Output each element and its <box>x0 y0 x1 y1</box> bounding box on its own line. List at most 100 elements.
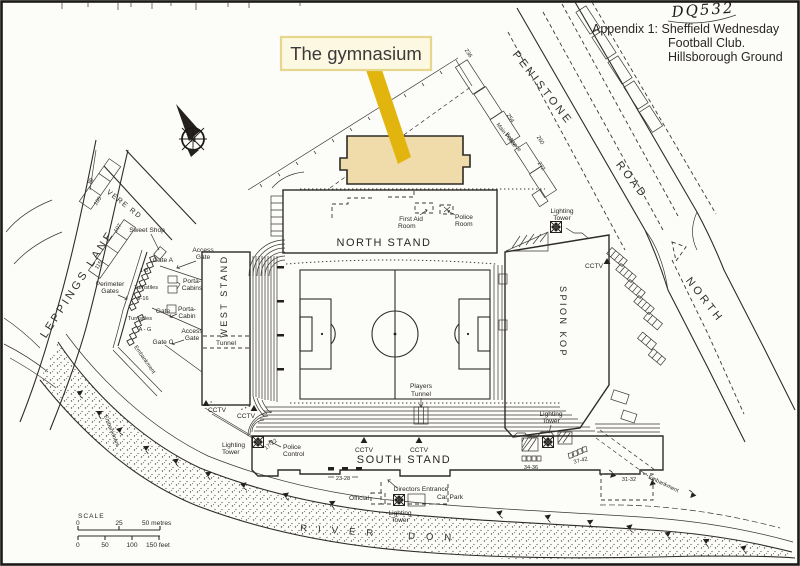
house-272: 272 <box>536 161 546 172</box>
directors-entrance-label: Directors Entrance <box>394 486 449 493</box>
scale-f50: 50 <box>101 542 109 549</box>
scan-registration-marks <box>61 2 301 10</box>
cctv-label-kop: CCTV <box>585 263 604 270</box>
police-room-label-l2: Room <box>455 221 473 228</box>
scale-m0: 0 <box>76 520 80 527</box>
scale-title: SCALE <box>78 513 105 520</box>
perimeter-gates-l2: Gates <box>101 288 119 295</box>
northwest-corner-terrace <box>248 239 286 277</box>
cctv-label-west-1: CCTV <box>208 407 227 414</box>
first-aid-room-label-l2: Room <box>398 223 416 230</box>
house-99: 99 <box>87 177 95 186</box>
porta-cabin-l2: Cabin <box>178 313 196 320</box>
access-gate-2-l1: Access <box>181 328 203 335</box>
west-cctv: CCTV CCTV <box>202 400 258 420</box>
leppings-entrance-cluster: 1-8 Turnstiles 9-16 Turnstiles A - G Swe… <box>96 227 214 397</box>
access-gate-1-l2: Gate <box>196 254 211 261</box>
lighting-tower-sw-l1: Lighting <box>222 442 245 449</box>
turnstiles-a-g: A - G <box>139 327 152 333</box>
car-park-label: Car Park <box>437 494 464 501</box>
title-block: DQ532 Appendix 1: Sheffield Wednesday Fo… <box>592 0 783 64</box>
turnstiles-31-32: 31-32 <box>622 477 636 483</box>
spion-kop-label: SPION KOP <box>558 286 568 358</box>
porta-cabins-l1: Porta- <box>183 278 201 285</box>
south-terrace <box>204 406 660 441</box>
house-107: 107 <box>113 223 123 234</box>
tunnel-label: Tunnel <box>216 340 236 347</box>
gate-a-label: Gate A <box>153 257 174 264</box>
house-236: 236 <box>463 48 473 59</box>
kop-south-hatch <box>521 431 573 452</box>
police-control-label-l1: Police <box>283 444 301 451</box>
lighting-tower-kop-north-l2: Tower <box>553 215 571 222</box>
southwest-corner-terrace <box>247 411 273 437</box>
turnstiles-label-2: Turnstiles <box>128 316 152 322</box>
house-260: 260 <box>535 135 545 146</box>
perimeter-gates-l1: Perimeter <box>96 281 125 288</box>
west-stand: WEST STAND Tunnel <box>201 239 286 417</box>
lighting-tower-south-l1: Lighting <box>388 510 411 517</box>
cctv-label-south-1: CCTV <box>355 447 374 454</box>
football-pitch: Players Tunnel <box>285 259 560 425</box>
handwritten-reference: DQ532 <box>670 0 735 21</box>
south-stand-label: SOUTH STAND <box>357 454 452 466</box>
house-105: 105 <box>93 196 103 207</box>
scale-m50: 50 metres <box>142 520 172 527</box>
first-aid-room-label-l1: First Aid <box>399 216 423 223</box>
house-115: 115 <box>94 260 104 271</box>
callout-arrow <box>366 70 411 164</box>
players-tunnel-label-l2: Tunnel <box>411 391 431 398</box>
appendix-title-line3: Hillsborough Ground <box>668 50 783 64</box>
turnstiles-1-8: 1-8 <box>140 268 148 274</box>
lighting-tower-icon-south <box>393 494 405 506</box>
south-stand: SOUTH STAND CCTV CCTV 23-28 31-32 Direct… <box>222 411 664 524</box>
lighting-tower-kop-south-l1: Lighting <box>539 411 562 418</box>
cctv-label-west-2: CCTV <box>237 413 256 420</box>
porta-cabin-l1: Porta- <box>178 306 196 313</box>
cctv-label-south-2: CCTV <box>410 447 429 454</box>
appendix-title-line1: Appendix 1: Sheffield Wednesday <box>592 22 780 36</box>
river-water <box>40 342 792 560</box>
kop-north-hatch <box>505 231 549 252</box>
scale-f100: 100 <box>126 542 137 549</box>
turnstiles-37-42: 37-42 <box>573 456 588 465</box>
access-gate-1-l1: Access <box>192 247 214 254</box>
compass-north-arrow: N <box>176 104 207 157</box>
police-control-label-l2: Control <box>283 451 305 458</box>
west-stand-label: WEST STAND <box>219 254 229 337</box>
scale-f0: 0 <box>76 542 80 549</box>
lighting-tower-kop-north-l1: Lighting <box>550 208 573 215</box>
kop-road-turnstiles <box>595 247 667 477</box>
gate-c-label: Gate C <box>153 339 174 346</box>
lighting-tower-kop-south-l2: Tower <box>542 418 560 425</box>
scale-m25: 25 <box>115 520 123 527</box>
turnstiles-34-36: 34-36 <box>524 465 538 471</box>
lighting-tower-icon-sw <box>252 436 264 448</box>
scale-bar: SCALE 0 25 50 metres 0 50 100 150 feet <box>76 513 172 549</box>
spion-kop: SPION KOP Lighting Tower CCTV Lighting T… <box>498 208 611 471</box>
lighting-tower-sw-l2: Tower <box>222 449 240 456</box>
turnstiles-9-16: 9-16 <box>137 296 148 302</box>
river-name-word2: DON <box>408 531 462 544</box>
compass-n-label: N <box>190 135 196 144</box>
players-tunnel-label-l1: Players <box>410 383 433 390</box>
turnstiles-label-1: Turnstiles <box>134 285 158 291</box>
appendix-title-line2: Football Club. <box>668 36 745 50</box>
access-gate-2-l2: Gate <box>185 335 200 342</box>
house-254: 254 <box>505 113 515 124</box>
north-stand-label: NORTH STAND <box>337 237 432 249</box>
north-stand: NORTH STAND First Aid Room Police Room <box>270 189 498 254</box>
terraced-houses-leppings: 99 105 107 115 <box>78 158 137 279</box>
police-room-label-l1: Police <box>455 214 473 221</box>
callout-box <box>279 35 433 72</box>
porta-cabins-l2: Cabins <box>182 285 203 292</box>
scale-f150: 150 feet <box>146 542 170 549</box>
gate-label: Gate <box>156 308 171 315</box>
official-label: Official <box>349 495 370 502</box>
callout-label: The gymnasium <box>290 43 422 64</box>
lighting-tower-icon-kop-south <box>542 436 554 448</box>
lighting-tower-icon-kop-north <box>550 221 562 233</box>
turnstiles-23-28: 23-28 <box>336 476 350 482</box>
